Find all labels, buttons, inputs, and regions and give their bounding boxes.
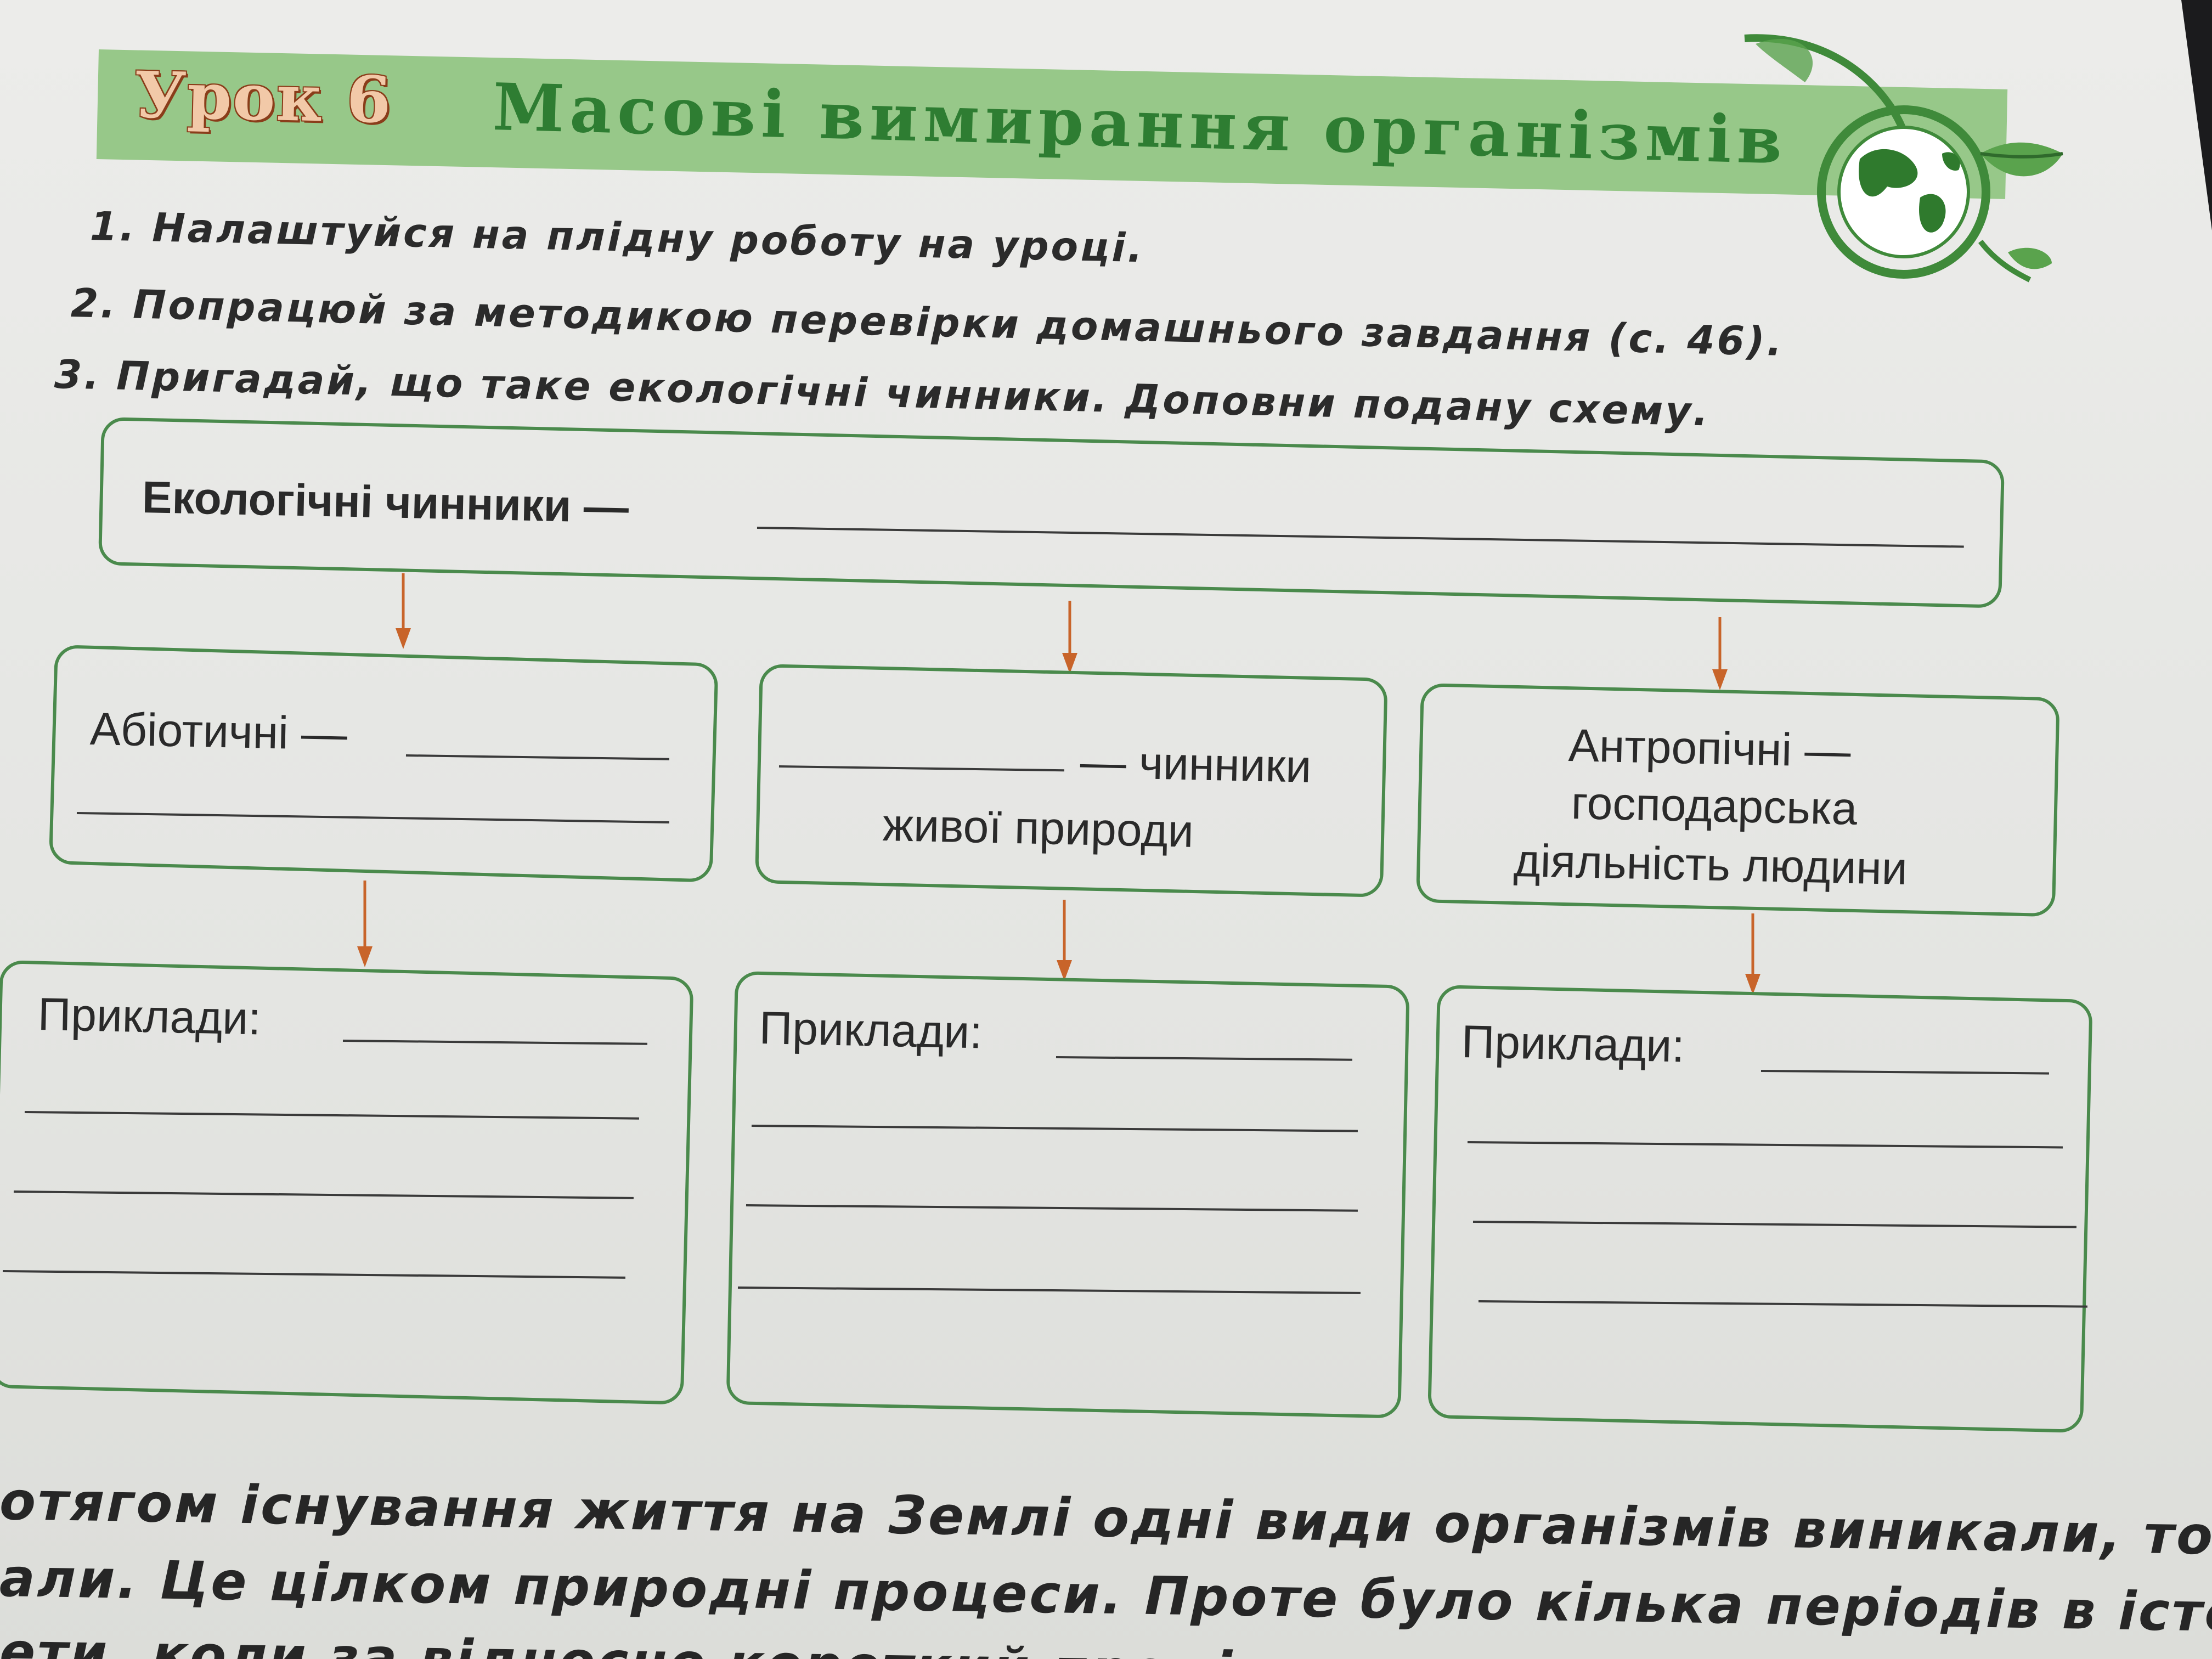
examples-label: Приклади: [37, 988, 262, 1045]
task-text: Попрацюй за методикою перевірки домашньо… [132, 281, 1785, 365]
ecological-factors-label: Екологічні чинники — [142, 472, 629, 533]
examples-label: Приклади: [1461, 1015, 1685, 1072]
task-text: Налаштуйся на плідну роботу на уроці. [151, 204, 1146, 272]
arrow-down-icon [1057, 900, 1072, 981]
biotic-label-line2: живої природи [882, 798, 1194, 857]
arrow-down-icon [1062, 601, 1077, 674]
task-2: 2. Попрацюй за методикою перевірки домашн… [70, 280, 1785, 365]
anthropic-line1: Антропічні — [1568, 719, 1852, 777]
examples-label: Приклади: [759, 1001, 983, 1058]
task-number: 1. [89, 203, 138, 250]
task-number: 2. [70, 280, 119, 327]
arrow-down-icon [1712, 617, 1728, 690]
biotic-label-suffix: — чинники [1080, 735, 1312, 792]
task-1: 1. Налаштуйся на плідну роботу на уроці. [89, 203, 1145, 271]
anthropic-line2: господарська [1571, 776, 1858, 834]
arrow-down-icon [357, 881, 373, 967]
lesson-number: Урок 6 [133, 58, 393, 138]
scheme-box-abiotic [48, 645, 719, 883]
arrow-down-icon [396, 573, 411, 649]
globe-leaf-icon [1744, 34, 2063, 283]
anthropic-line3: діяльність людини [1513, 834, 1908, 895]
background-edge [2181, 0, 2212, 230]
arrow-down-icon [1745, 913, 1760, 995]
abiotic-label: Абіотичні — [89, 702, 348, 760]
task-number: 3. [54, 351, 102, 398]
